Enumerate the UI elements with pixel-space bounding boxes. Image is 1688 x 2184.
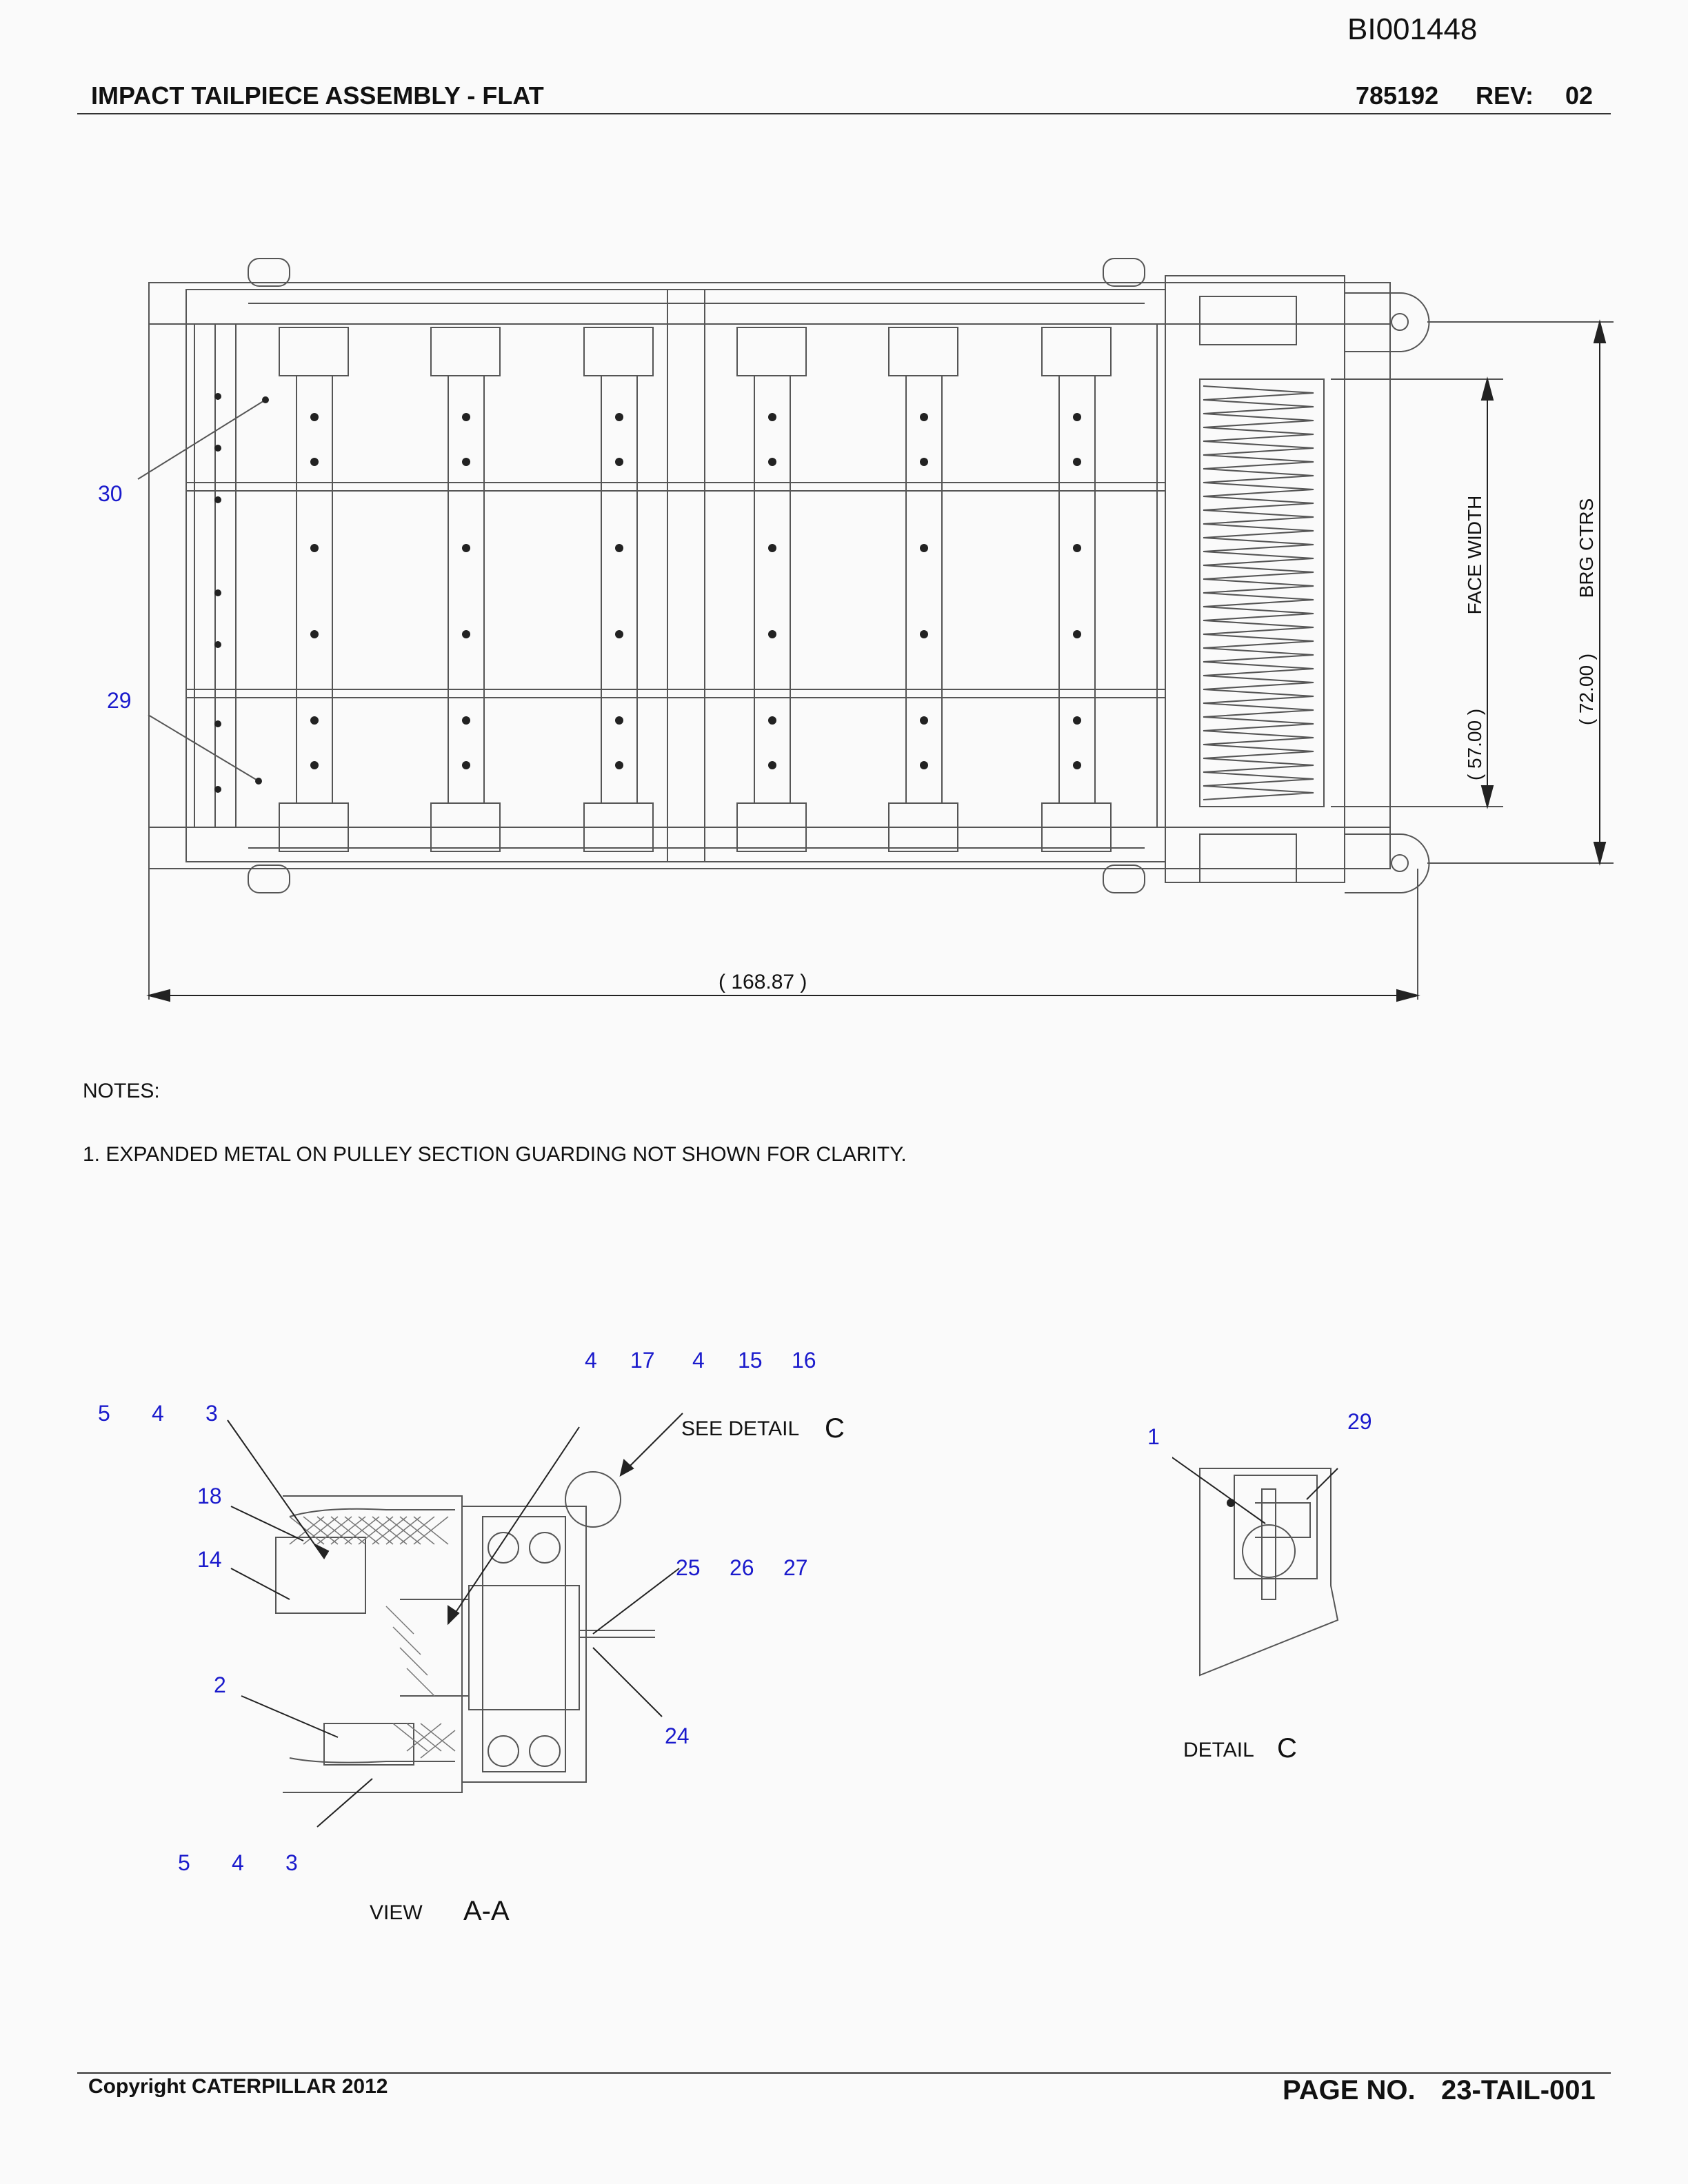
callout-4-b: 4 — [692, 1348, 705, 1373]
detail-callout-29: 29 — [1347, 1409, 1372, 1434]
callout-5-bottom: 5 — [178, 1850, 190, 1875]
notes-heading: NOTES: — [83, 1080, 160, 1102]
callout-25: 25 — [676, 1555, 701, 1580]
callout-27: 27 — [783, 1555, 808, 1580]
callout-4-a: 4 — [585, 1348, 597, 1373]
callout-4-top: 4 — [152, 1401, 164, 1426]
brg-ctrs-value: ( 72.00 ) — [1576, 654, 1597, 725]
see-detail-letter: C — [825, 1413, 845, 1444]
footer-rule — [77, 2072, 1611, 2074]
view-label-word: VIEW — [370, 1901, 423, 1924]
face-width-label: FACE WIDTH — [1464, 496, 1485, 615]
length-dimension: ( 168.87 ) — [714, 971, 812, 994]
callout-30: 30 — [98, 481, 123, 506]
header-rule — [77, 113, 1611, 114]
detail-label-letter: C — [1277, 1733, 1297, 1763]
page-title: IMPACT TAILPIECE ASSEMBLY - FLAT — [91, 81, 544, 110]
detail-label-word: DETAIL — [1183, 1739, 1254, 1761]
callout-14: 14 — [197, 1547, 222, 1572]
copyright: Copyright CATERPILLAR 2012 — [88, 2075, 388, 2098]
callout-15: 15 — [738, 1348, 763, 1373]
view-label-id: A-A — [463, 1896, 510, 1926]
callout-3-top: 3 — [205, 1401, 218, 1426]
callout-17: 17 — [630, 1348, 655, 1373]
part-number: 785192 — [1356, 81, 1439, 110]
page-value: 23-TAIL-001 — [1441, 2075, 1596, 2105]
see-detail-text: SEE DETAIL — [681, 1417, 800, 1440]
brg-ctrs-label: BRG CTRS — [1576, 498, 1597, 598]
callout-26: 26 — [730, 1555, 754, 1580]
detail-c-drawing — [1172, 1456, 1339, 1677]
callout-2: 2 — [214, 1672, 226, 1697]
rev-label: REV: — [1476, 81, 1534, 110]
callout-16: 16 — [792, 1348, 816, 1373]
callout-24: 24 — [665, 1723, 690, 1748]
callout-18: 18 — [197, 1484, 222, 1508]
view-aa-drawing — [227, 1413, 683, 1828]
callout-5-top: 5 — [98, 1401, 110, 1426]
callout-4-bottom: 4 — [232, 1850, 244, 1875]
callout-3-bottom: 3 — [285, 1850, 298, 1875]
face-width-value: ( 57.00 ) — [1464, 709, 1485, 780]
page-label: PAGE NO. — [1283, 2075, 1416, 2105]
rev-value: 02 — [1565, 81, 1594, 110]
note-item-1: 1. EXPANDED METAL ON PULLEY SECTION GUAR… — [83, 1143, 907, 1166]
callout-29: 29 — [107, 688, 132, 713]
detail-callout-1: 1 — [1147, 1424, 1160, 1449]
document-id: BI001448 — [1347, 12, 1478, 46]
plan-view-drawing: ( 57.00 ) FACE WIDTH ( 72.00 ) BRG CTRS — [137, 258, 1614, 1002]
